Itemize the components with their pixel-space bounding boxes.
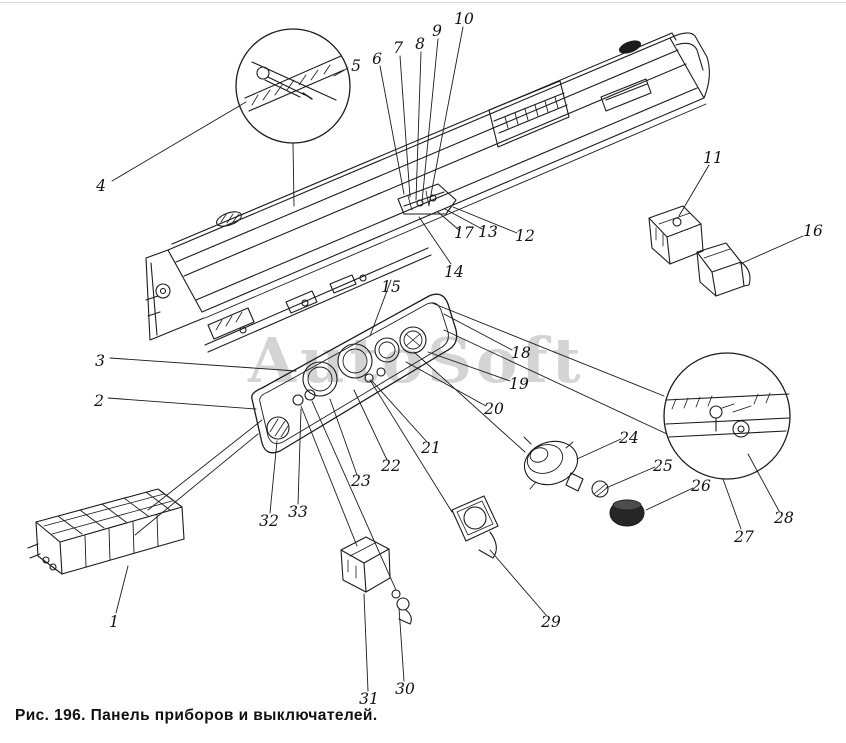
knob-part26: [609, 499, 645, 527]
construction-lines: [134, 302, 668, 591]
switch-part24: [523, 436, 584, 492]
bezel-part29: [451, 495, 499, 559]
figure-caption: Рис. 196. Панель приборов и выключателей…: [15, 707, 378, 724]
connector-block-part1: [27, 488, 185, 575]
switch-part31-knob-part30: [340, 536, 412, 625]
detail-circle-right: [663, 352, 791, 480]
dashboard-beam: [145, 32, 710, 353]
instrument-cluster-panel: [251, 293, 458, 454]
switch-part11: [648, 205, 704, 265]
watermark: AutoSoft: [248, 324, 585, 397]
scan-edge-line: [0, 2, 846, 3]
switch-part16: [696, 242, 751, 297]
detail-circle-top-left: [235, 28, 351, 207]
knob-part25: [591, 480, 609, 498]
leader-lines: [107, 26, 804, 692]
